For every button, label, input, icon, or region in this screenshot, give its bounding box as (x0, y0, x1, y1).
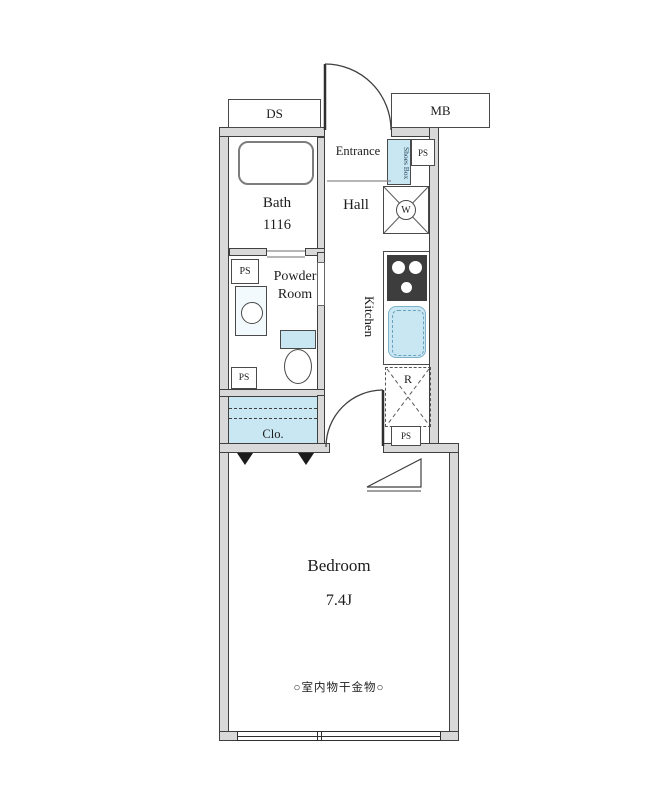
window-mullion (317, 732, 318, 740)
duct-space-box: DS (228, 99, 321, 128)
stove-burner-icon (409, 261, 422, 274)
wall-powder-bottom (219, 389, 325, 397)
wall-right-lower (449, 443, 459, 741)
refrigerator-label: R (400, 372, 415, 387)
wall-left (219, 127, 229, 741)
bedroom-size-label: 7.4J (325, 592, 353, 609)
bath-size-label: 1116 (263, 216, 291, 233)
shoes-box-label: Shoes Box (402, 146, 411, 180)
hall-label: Hall (343, 196, 369, 213)
washer-symbol: W (396, 200, 416, 220)
entrance-label: Entrance (335, 143, 381, 158)
powder-room-label-line1: Powder (273, 269, 317, 284)
window-glass-line (238, 735, 440, 737)
sink-basin (392, 310, 424, 356)
stove-icon (387, 255, 427, 301)
washer-label: W (401, 204, 411, 216)
pipe-space-label: PS (239, 266, 251, 277)
diagonal-symbol (366, 458, 422, 488)
laundry-hardware-note: ○室内物干金物○ (293, 682, 385, 694)
toilet-bowl (284, 349, 312, 384)
washbasin (235, 286, 267, 336)
pipe-space-label: PS (238, 373, 250, 383)
window-mullion (321, 732, 322, 740)
bathtub (238, 141, 314, 185)
refrigerator-space: R (385, 367, 431, 427)
washbasin-bowl (241, 302, 263, 324)
stove-burner-icon (392, 261, 405, 274)
pipe-space-powder-lower: PS (231, 367, 257, 389)
kitchen-label: Kitchen (362, 296, 377, 338)
bath-name-label: Bath (262, 194, 292, 211)
shoes-box: Shoes Box (387, 139, 411, 185)
meter-box-label: MB (430, 102, 451, 118)
powder-room-door (317, 262, 325, 306)
closet-hanger-rail (229, 408, 317, 409)
wall-kitchen-bottom (383, 443, 459, 453)
closet-label: Clo. (262, 426, 284, 441)
powder-room-label-line2: Room (277, 287, 313, 302)
stove-burner-icon (401, 282, 412, 293)
closet-area: Clo. (229, 396, 317, 444)
pipe-space-powder-upper: PS (231, 259, 259, 284)
pipe-space-label: PS (417, 147, 428, 158)
closet-door-marker-icon (298, 453, 314, 465)
wall-bath-bottom-left (229, 248, 267, 256)
wall-closet-bottom (219, 443, 330, 453)
window (237, 731, 441, 741)
closet-hanger-rail (229, 418, 317, 419)
bedroom-door-arc (325, 389, 384, 448)
pipe-space-entrance: PS (411, 139, 435, 166)
closet-door-marker-icon (237, 453, 253, 465)
meter-box: MB (391, 93, 490, 128)
entrance-door-arc (324, 63, 392, 131)
pipe-space-kitchen: PS (391, 426, 421, 446)
kitchen-sink (388, 306, 426, 358)
wall-bath-hall (317, 137, 325, 254)
wall-top-left (219, 127, 325, 137)
toilet-tank (280, 330, 316, 349)
duct-space-label: DS (266, 105, 283, 121)
pipe-space-label: PS (400, 431, 411, 441)
bedroom-name-label: Bedroom (307, 556, 371, 575)
